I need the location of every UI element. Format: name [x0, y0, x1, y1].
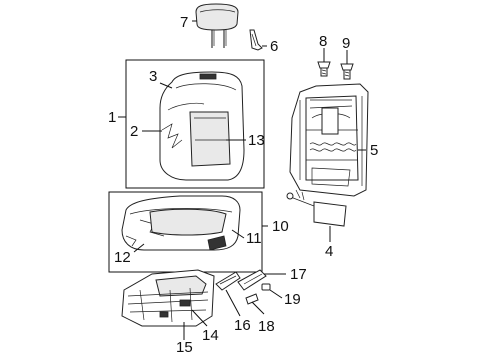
callout-10: 10	[272, 218, 289, 235]
clip	[261, 283, 271, 291]
callout-14: 14	[202, 327, 219, 344]
seat-cushion-cover	[121, 195, 241, 251]
trim-cover	[215, 271, 241, 291]
headrest-guide	[249, 29, 263, 51]
callout-13: 13	[248, 132, 265, 149]
bolt	[340, 63, 354, 80]
seatback-group-box	[125, 59, 265, 189]
callout-15: 15	[176, 339, 193, 356]
callout-18: 18	[258, 318, 275, 335]
bolt	[317, 61, 331, 77]
leader-lines	[118, 20, 366, 340]
callout-17: 17	[290, 266, 307, 283]
headrest	[195, 3, 239, 48]
side-cover	[237, 269, 267, 291]
recliner-lever	[286, 189, 347, 227]
seatback-frame	[289, 83, 369, 197]
callout-9: 9	[342, 35, 350, 52]
callout-7: 7	[180, 14, 188, 31]
callout-12: 12	[114, 249, 131, 266]
seat-frame	[121, 269, 215, 327]
callout-5: 5	[370, 142, 378, 159]
callout-16: 16	[234, 317, 251, 334]
callout-2: 2	[130, 123, 138, 140]
callout-19: 19	[284, 291, 301, 308]
callout-8: 8	[319, 33, 327, 50]
callout-11: 11	[246, 230, 262, 247]
callout-3: 3	[149, 68, 157, 85]
seatback-cover	[159, 71, 245, 181]
knob	[245, 293, 259, 305]
callout-6: 6	[270, 38, 278, 55]
callout-1: 1	[108, 109, 116, 126]
callout-4: 4	[325, 243, 333, 260]
